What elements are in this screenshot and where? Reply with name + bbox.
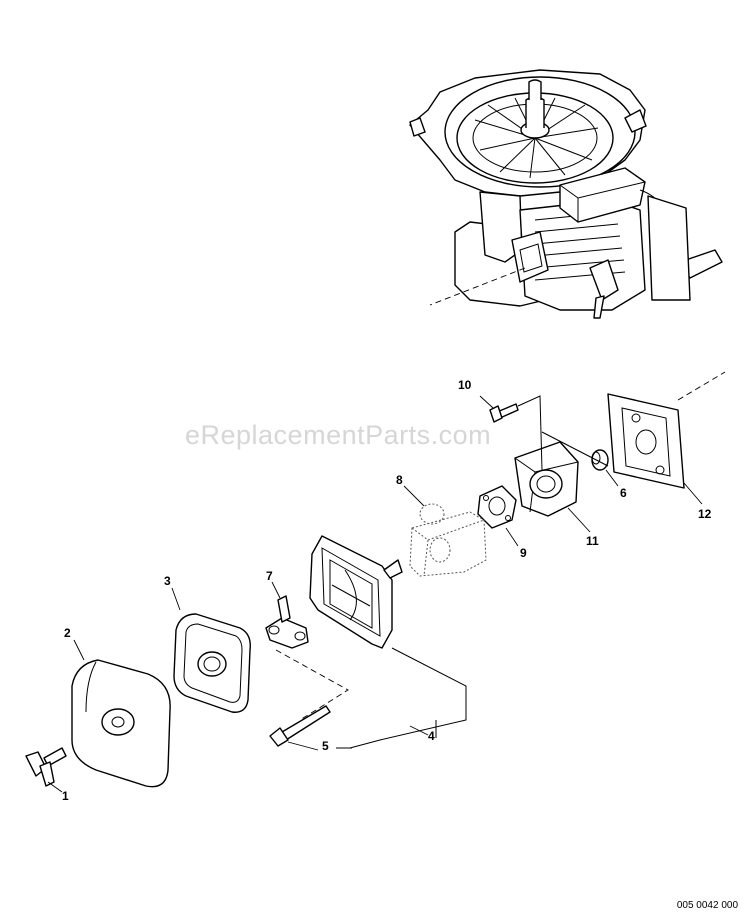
callout-4: 4	[428, 729, 435, 743]
callout-12: 12	[698, 507, 712, 521]
callout-3: 3	[164, 574, 171, 588]
engine-assembly	[409, 69, 723, 319]
callout-2: 2	[64, 626, 71, 640]
callout-1: 1	[62, 789, 69, 803]
drawing-code: 005 0042 000	[676, 900, 738, 911]
callout-9: 9	[520, 546, 527, 560]
callout-7: 7	[266, 569, 273, 583]
part-bracket-7	[265, 581, 349, 721]
part-filter-cover-2	[71, 639, 171, 788]
part-spacer-6	[591, 449, 619, 487]
callout-5: 5	[322, 739, 329, 753]
part-bolt-10	[479, 395, 609, 471]
part-bolt-5	[269, 705, 352, 751]
part-filter-base-4	[309, 535, 467, 749]
watermark-text: eReplacementParts.com	[185, 420, 492, 450]
part-gasket-9	[477, 485, 519, 547]
part-insulator-11	[514, 441, 591, 533]
part-filter-element-3	[171, 587, 251, 713]
part-carburetor-8	[403, 485, 487, 577]
part-gasket-12	[607, 371, 726, 505]
callout-6: 6	[620, 486, 627, 500]
callout-11: 11	[586, 534, 599, 548]
callout-10: 10	[458, 378, 472, 392]
part-wing-bolt-1	[25, 747, 67, 793]
callout-8: 8	[396, 473, 403, 487]
